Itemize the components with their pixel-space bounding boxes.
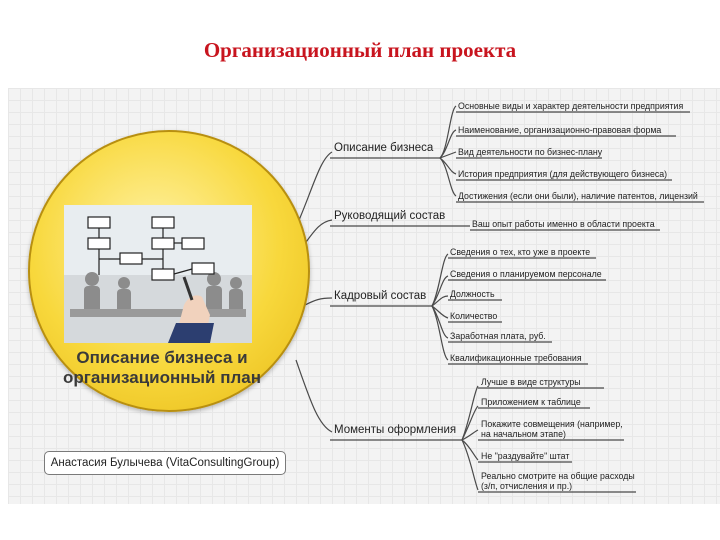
- leaf-staff-3: Должность: [450, 289, 495, 299]
- branch-formatting: Моменты оформления: [334, 424, 457, 436]
- leaf-business-3: Вид деятельности по бизнес-плану: [458, 147, 603, 157]
- leaf-staff-5: Заработная плата, руб.: [450, 331, 546, 341]
- leaf-formatting-3: Покажите совмещения (например, на началь…: [481, 419, 623, 439]
- leaf-staff-6: Квалификационные требования: [450, 353, 582, 363]
- central-photo: [64, 205, 252, 343]
- central-label-line2: организационный план: [62, 368, 261, 387]
- slide-title: Организационный план проекта: [203, 38, 517, 62]
- branch-management: Руководящий состав: [334, 210, 446, 222]
- leaf-business-4: История предприятия (для действующего би…: [458, 169, 668, 179]
- central-topic-label: Описание бизнеса и организационный план: [56, 348, 268, 388]
- author-box: Анастасия Булычева (VitaConsultingGroup): [44, 451, 286, 475]
- leaf-business-2: Наименование, организационно-правовая фо…: [458, 125, 662, 135]
- leaf-formatting-1: Лучше в виде структуры: [481, 377, 581, 387]
- central-label-line1: Описание бизнеса и: [76, 348, 248, 367]
- leaf-management-1: Ваш опыт работы именно в области проекта: [472, 219, 655, 229]
- leaf-staff-4: Количество: [450, 311, 498, 321]
- leaf-formatting-2: Приложением к таблице: [481, 397, 581, 407]
- leaf-formatting-4: Не "раздувайте" штат: [481, 451, 570, 461]
- branch-business-description: Описание бизнеса: [334, 142, 434, 154]
- leaf-staff-2: Сведения о планируемом персонале: [450, 269, 602, 279]
- leaf-business-1: Основные виды и характер деятельности пр…: [458, 101, 684, 111]
- leaf-business-5: Достижения (если они были), наличие пате…: [458, 191, 698, 201]
- leaf-formatting-5: Реально смотрите на общие расходы (з/п, …: [481, 471, 635, 491]
- org-chart-illustration: [64, 205, 252, 343]
- branch-staff: Кадровый состав: [334, 290, 427, 302]
- leaf-staff-1: Сведения о тех, кто уже в проекте: [450, 247, 591, 257]
